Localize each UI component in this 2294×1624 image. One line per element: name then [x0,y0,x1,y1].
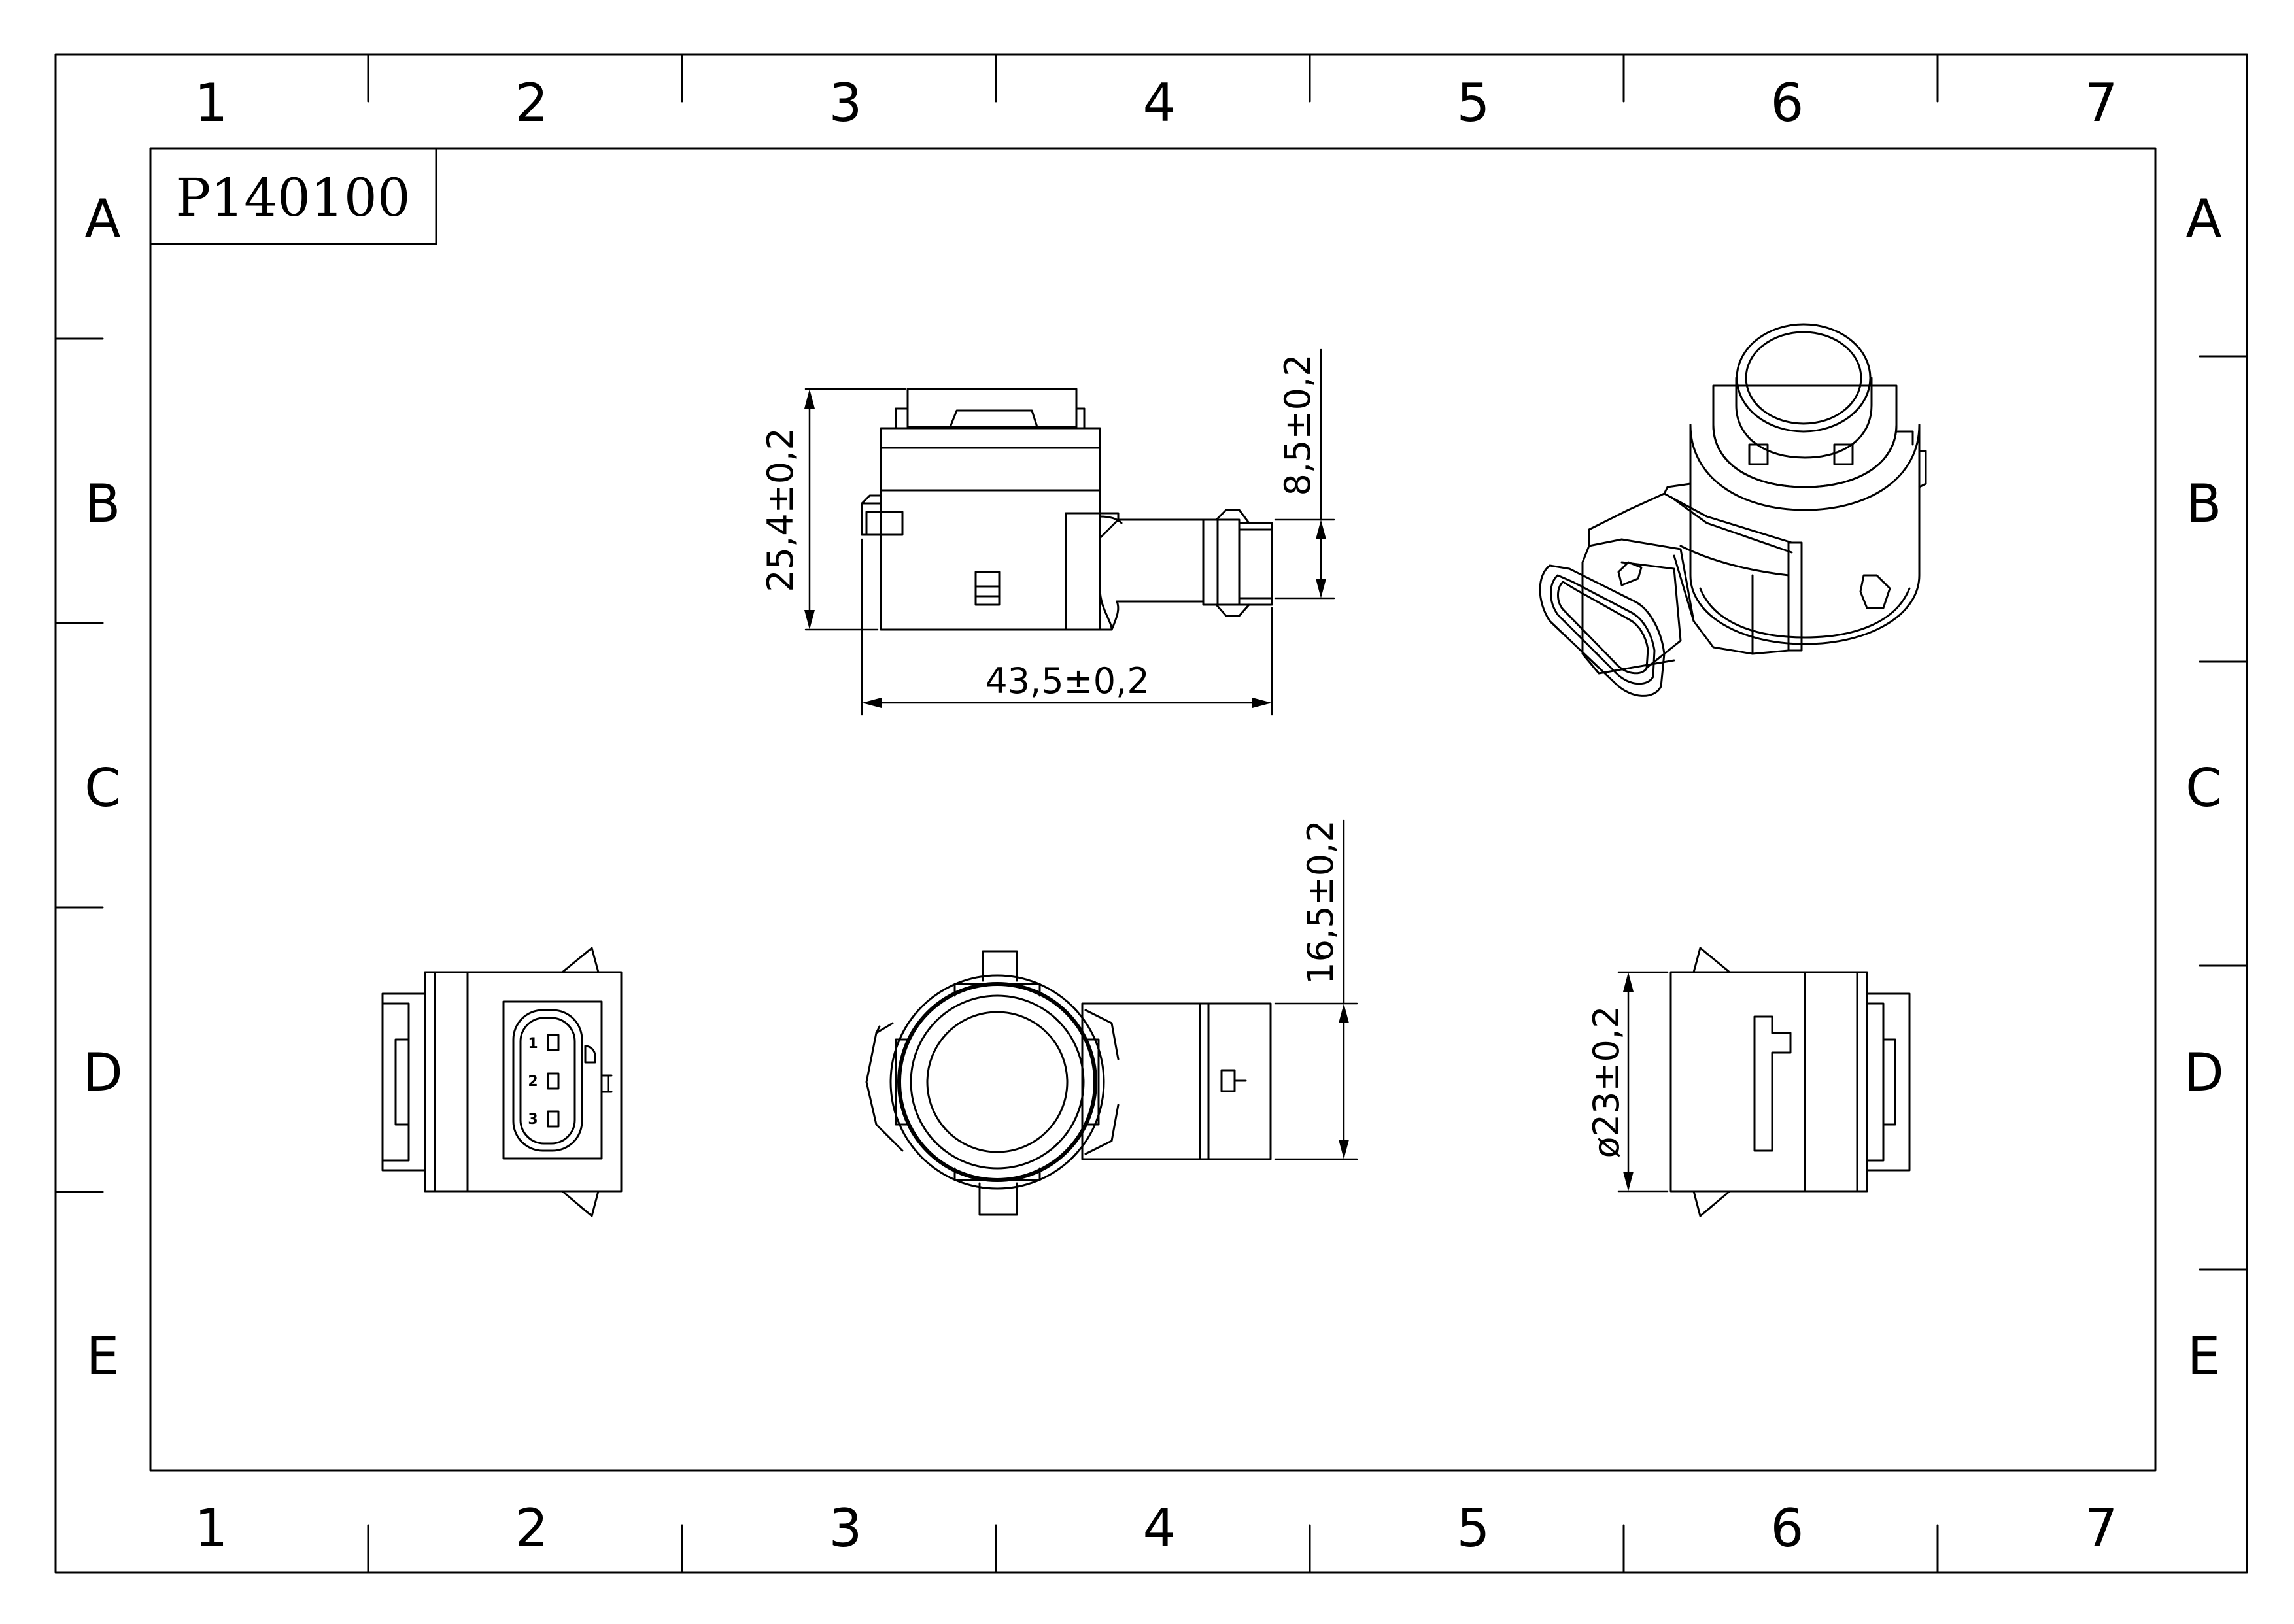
pin-number-2: 2 [528,1074,538,1090]
connector-offset-dimension-label: 8,5±0,2 [1277,354,1318,496]
sensor-front-view [865,950,1272,1216]
inner-border [149,147,2157,1472]
row-label-left-e: E [86,1326,120,1387]
col-label-top-7: 7 [2085,73,2118,133]
col-label-bottom-2: 2 [515,1498,549,1559]
row-label-right-b: B [2186,473,2222,534]
row-ticks-right [2199,355,2248,1271]
rear-view [1669,947,1911,1217]
isometric-view [1539,323,1927,697]
col-label-top-4: 4 [1143,73,1176,133]
col-label-top-5: 5 [1457,73,1490,133]
connector-front-view: 1 2 3 [381,947,623,1217]
col-label-top-2: 2 [515,73,549,133]
col-label-bottom-7: 7 [2085,1498,2118,1559]
rear-view-dim-labels: ø23±0,2 [1586,1006,1627,1159]
col-label-top-1: 1 [195,73,228,133]
row-label-right-c: C [2185,758,2222,819]
diameter-dimension-label: ø23±0,2 [1586,1006,1627,1159]
side-view [861,388,1273,631]
row-label-right-e: E [2187,1326,2221,1387]
row-ticks-left [54,337,104,1193]
length-dimension-label: 43,5±0,2 [985,660,1149,702]
outer-border [54,53,2248,1574]
side-view-dim-labels: 25,4±0,2 43,5±0,2 8,5±0,2 [760,354,1318,702]
sheet-frame [54,53,2248,1574]
col-label-bottom-1: 1 [195,1498,228,1559]
pin-number-1: 1 [528,1036,538,1052]
title-block: P140100 [149,147,437,245]
rear-view-dimensions [1617,971,1669,1193]
row-label-right-d: D [2183,1042,2224,1103]
row-label-left-a: A [85,188,121,249]
col-label-bottom-6: 6 [1771,1498,1804,1559]
col-label-top-6: 6 [1771,73,1804,133]
side-view-dimensions [804,348,1335,716]
row-label-left-b: B [85,473,121,534]
height-dimension-label: 25,4±0,2 [760,428,801,592]
col-label-top-3: 3 [829,73,863,133]
column-ticks-top [367,53,1939,103]
part-number: P140100 [175,167,410,228]
col-label-bottom-3: 3 [829,1498,863,1559]
row-label-left-c: C [84,758,121,819]
pin-number-3: 3 [528,1111,538,1128]
col-label-bottom-5: 5 [1457,1498,1490,1559]
row-label-right-a: A [2186,188,2222,249]
column-ticks-bottom [367,1524,1939,1574]
front-view-dim-labels: 16,5±0,2 [1300,820,1341,984]
front-offset-dimension-label: 16,5±0,2 [1300,820,1341,984]
row-label-left-d: D [82,1042,123,1103]
grid-labels: 1 2 3 4 5 6 7 1 2 3 4 5 6 7 A B C D E A … [82,73,2224,1559]
col-label-bottom-4: 4 [1143,1498,1176,1559]
front-view-dimensions [1274,819,1358,1160]
